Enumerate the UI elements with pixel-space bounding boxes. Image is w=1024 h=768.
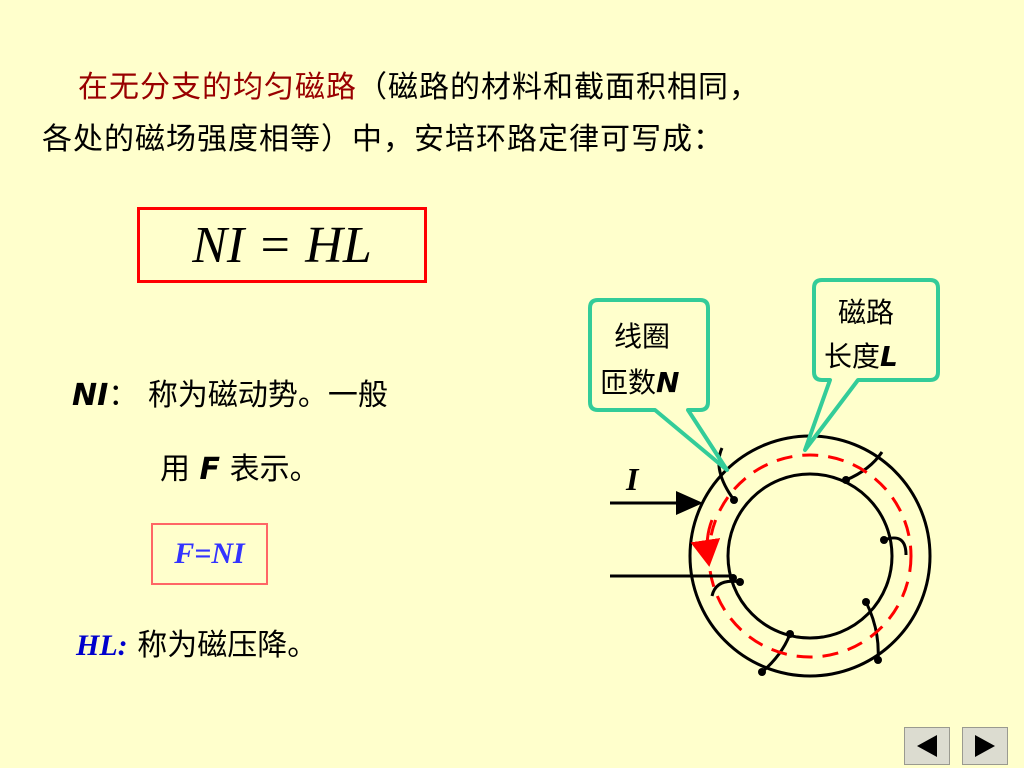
current-label: I (625, 461, 640, 497)
callout-length-box (803, 278, 940, 452)
equation: NI = HL (192, 216, 372, 274)
f-suffix: 表示。 (229, 452, 320, 487)
callout-length-line1: 磁路 (838, 296, 894, 329)
callout-turns-line1: 线圈 (614, 320, 670, 353)
intro-highlight: 在无分支的均匀磁路 (78, 70, 357, 105)
prev-slide-button[interactable] (904, 727, 950, 765)
coil-contacts (730, 476, 888, 676)
intro-line-1-rest: （磁路的材料和截面积相同， (357, 70, 760, 105)
callout-length-line2: 长度L (824, 340, 898, 373)
intro-line-1: 在无分支的均匀磁路（磁路的材料和截面积相同， (42, 62, 982, 114)
callout-turns-symbol: N (656, 366, 679, 399)
ni-text: 称为磁动势。一般 (147, 378, 388, 413)
hl-symbol: HL (76, 629, 118, 662)
ni-definition: NI： 称为磁动势。一般 (72, 374, 388, 418)
callout-turns-line2: 匝数N (600, 366, 679, 399)
f-symbol: F (199, 452, 221, 487)
hl-text: 称为磁压降。 (137, 628, 318, 663)
hl-colon: : (117, 629, 128, 662)
intro-text: 在无分支的均匀磁路（磁路的材料和截面积相同， 各处的磁场强度相等）中，安培环路定… (42, 62, 982, 166)
f-definition: 用 F 表示。 (160, 448, 320, 492)
toroid-inner-edge (726, 472, 894, 640)
f-prefix: 用 (160, 452, 190, 487)
callout-length-line2-text: 长度 (824, 340, 880, 373)
equation-box: NI = HL (137, 207, 427, 283)
ni-colon: ： (108, 378, 139, 413)
next-slide-button[interactable] (962, 727, 1008, 765)
ni-symbol: NI (72, 378, 109, 413)
f-equation: F=NI (174, 537, 245, 570)
lead-contact (729, 574, 737, 582)
hl-definition: HL: 称为磁压降。 (76, 624, 317, 668)
callout-length-symbol: L (880, 340, 898, 373)
f-equation-box: F=NI (151, 523, 268, 585)
callout-turns-box (588, 298, 729, 472)
callout-turns-line2-text: 匝数 (600, 366, 656, 399)
triangle-left-icon (917, 735, 937, 757)
triangle-right-icon (975, 735, 995, 757)
intro-line-2: 各处的磁场强度相等）中，安培环路定律可写成： (42, 122, 724, 157)
flux-direction-arrow (690, 519, 721, 567)
